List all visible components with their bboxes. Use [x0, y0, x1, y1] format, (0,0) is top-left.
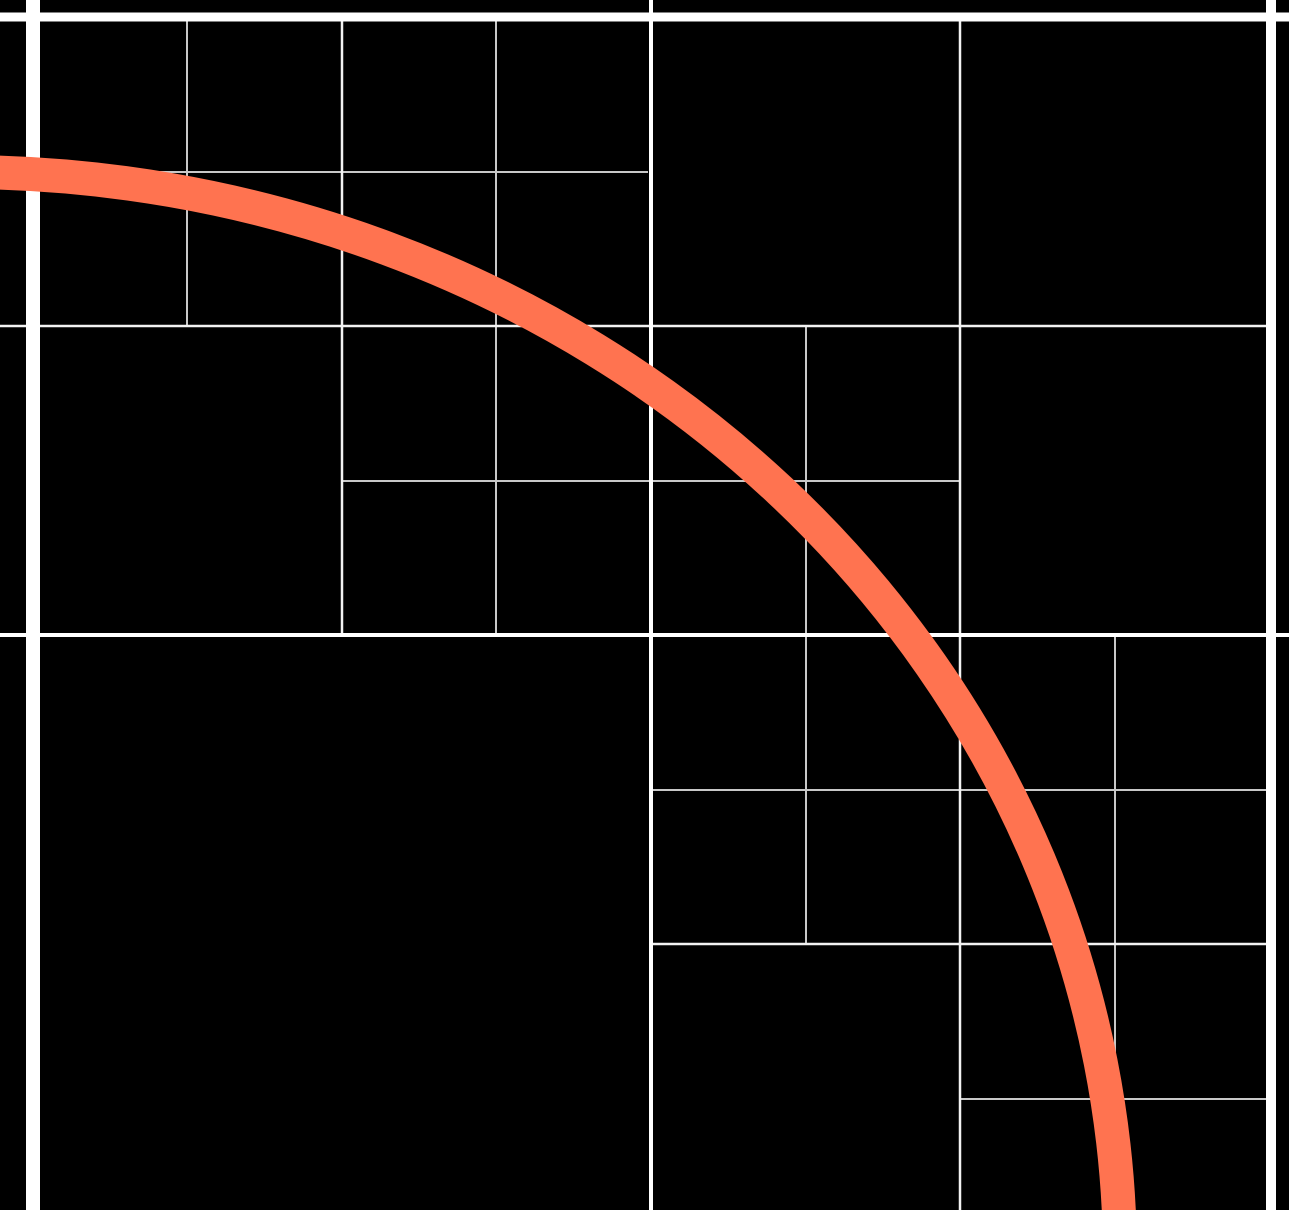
- circle-arc: [0, 155, 1136, 1210]
- grid-level-2: [0, 20, 1266, 1210]
